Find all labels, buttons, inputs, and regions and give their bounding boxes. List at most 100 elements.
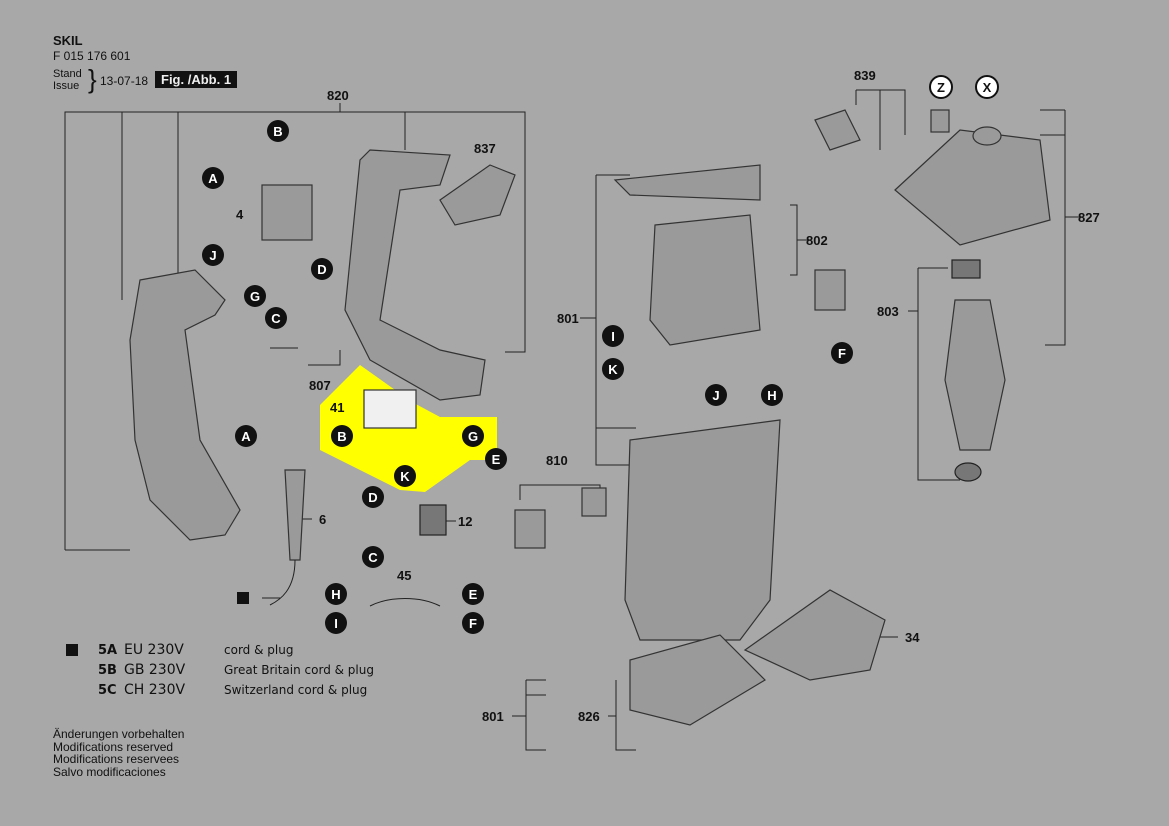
part-number: 45 (397, 568, 411, 583)
stand-label: Stand (53, 68, 82, 80)
svg-text:K: K (608, 362, 618, 377)
part-number: 801 (482, 709, 504, 724)
cover-837 (439, 164, 516, 226)
callout-a: A (235, 425, 257, 447)
housing-half (344, 149, 486, 401)
bushing-z (930, 109, 950, 133)
brush-holder-810 (514, 509, 546, 549)
callout-k: K (394, 465, 416, 487)
figure-label: Fig. /Abb. 1 (155, 71, 238, 88)
bushing-x (972, 126, 1002, 146)
brace: } (88, 64, 97, 94)
svg-text:C: C (271, 311, 281, 326)
callout-h: H (325, 583, 347, 605)
part-number: 839 (854, 68, 876, 83)
armature-803 (944, 299, 1006, 451)
part-number: 807 (309, 378, 331, 393)
svg-text:C: C (368, 550, 378, 565)
part-numbers: 820 837 4 807 41 6 12 810 45 839 827 802… (236, 68, 1100, 724)
callout-f: F (462, 612, 484, 634)
callout-j: J (202, 244, 224, 266)
callout-e: E (462, 583, 484, 605)
svg-text:F: F (469, 616, 477, 631)
callout-d: D (311, 258, 333, 280)
svg-text:K: K (400, 469, 410, 484)
svg-text:F: F (838, 346, 846, 361)
part-code: F 015 176 601 (53, 49, 131, 63)
part-number: 827 (1078, 210, 1100, 225)
bearing (951, 259, 981, 279)
svg-text:G: G (250, 289, 260, 304)
field-coil (649, 214, 761, 346)
svg-text:I: I (334, 616, 338, 631)
air-guide (613, 164, 761, 201)
callout-a: A (202, 167, 224, 189)
callout-k: K (602, 358, 624, 380)
callout-z: Z (929, 75, 953, 99)
svg-text:E: E (469, 587, 478, 602)
callout-d: D (362, 486, 384, 508)
parts (129, 109, 1051, 726)
part-number: 41 (330, 400, 344, 415)
part-number: 837 (474, 141, 496, 156)
brand: SKIL (53, 33, 83, 48)
handle-half (129, 269, 241, 541)
svg-text:Z: Z (937, 80, 945, 95)
part-number: 6 (319, 512, 326, 527)
svg-text:A: A (241, 429, 251, 444)
callout-c: C (362, 546, 384, 568)
plug-marker (237, 592, 249, 604)
switch-839 (814, 109, 861, 151)
callout-g: G (462, 425, 484, 447)
callout-i: I (602, 325, 624, 347)
svg-text:E: E (492, 452, 501, 467)
callout-e: E (485, 448, 507, 470)
motor-housing (624, 419, 781, 641)
callout-b: B (331, 425, 353, 447)
svg-text:X: X (983, 80, 992, 95)
issue-date: 13-07-18 (100, 74, 149, 88)
brush-unit-f (814, 269, 846, 311)
callouts: B A J D G C A B G K E D C H E I F I K J … (202, 75, 999, 634)
part-number: 4 (236, 207, 244, 222)
svg-text:J: J (209, 248, 216, 263)
bearing-cover-827 (894, 129, 1051, 246)
callout-i: I (325, 612, 347, 634)
callout-h: H (761, 384, 783, 406)
callout-g: G (244, 285, 266, 307)
capacitor-41 (363, 389, 417, 429)
svg-text:A: A (208, 171, 218, 186)
callout-b: B (267, 120, 289, 142)
grip-34 (743, 589, 886, 681)
part-number: 820 (327, 88, 349, 103)
modification-notes: Änderungen vorbehalten Modifications res… (53, 727, 185, 779)
part-number: 801 (557, 311, 579, 326)
svg-text:H: H (331, 587, 340, 602)
part-number: 826 (578, 709, 600, 724)
callout-x: X (975, 75, 999, 99)
part-number: 12 (458, 514, 472, 529)
svg-text:D: D (368, 490, 377, 505)
cord-6 (284, 469, 306, 561)
svg-text:B: B (337, 429, 346, 444)
svg-text:H: H (767, 388, 776, 403)
part-number: 802 (806, 233, 828, 248)
issue-label: Issue (53, 80, 80, 92)
brush-810 (581, 487, 607, 517)
part-number: 34 (905, 630, 920, 645)
svg-text:I: I (611, 329, 615, 344)
bearing-bottom (954, 462, 982, 482)
svg-text:D: D (317, 262, 326, 277)
base-826 (629, 634, 766, 726)
part-number: 803 (877, 304, 899, 319)
square-marker (66, 644, 78, 656)
callout-j: J (705, 384, 727, 406)
part-number: 810 (546, 453, 568, 468)
brush-12 (419, 504, 447, 536)
